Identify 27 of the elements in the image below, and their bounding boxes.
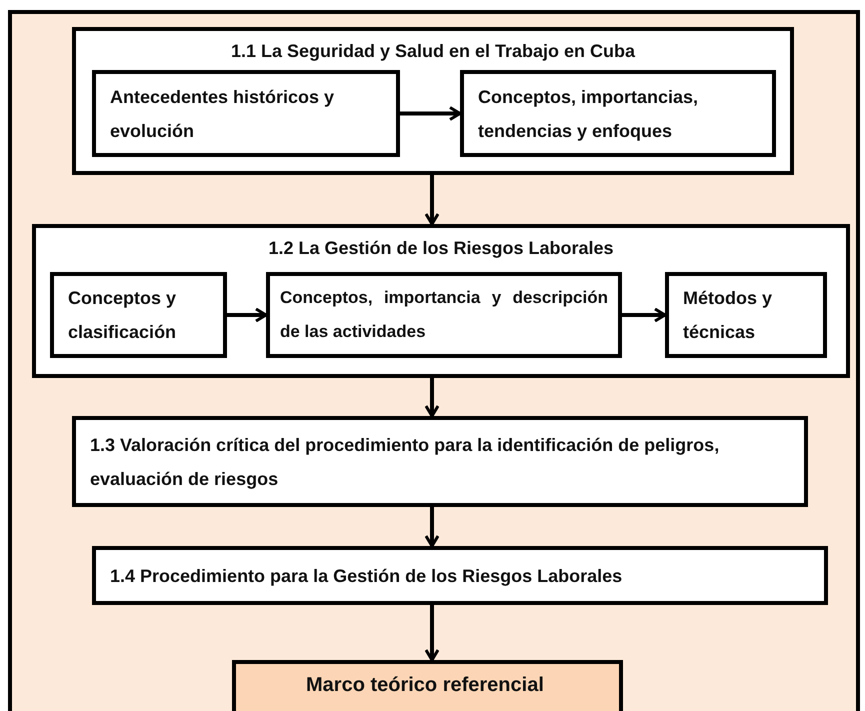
group-title: 1.1 La Seguridad y Salud en el Trabajo en Cuba: [230, 40, 636, 63]
arrow: [622, 308, 666, 322]
box-text: Métodos y técnicas: [683, 287, 774, 344]
group-title: 1.2 La Gestión de los Riesgos Laborales: [267, 237, 615, 260]
process-box: [665, 272, 827, 358]
process-box: [50, 272, 227, 358]
process-box: [92, 70, 400, 157]
arrow: [227, 308, 268, 322]
group-box: [72, 27, 794, 175]
process-box: [460, 70, 776, 157]
box-text: Marco teórico referencial: [306, 673, 545, 698]
box-text: 1.3 Valoración crítica del procedimiento para la identificación de peligros, evaluación de riesgos: [90, 434, 720, 491]
box-text: Conceptos y clasificación: [68, 287, 178, 344]
arrow: [424, 175, 440, 226]
process-box: [92, 546, 828, 605]
box-text: 1.4 Procedimiento para la Gestión de los Riesgos Laborales: [110, 564, 624, 588]
arrow: [424, 378, 440, 418]
group-box: [32, 224, 850, 378]
arrow: [424, 507, 440, 548]
process-box: [72, 416, 808, 507]
arrow: [400, 106, 462, 121]
box-text: Antecedentes históricos y evolución: [110, 86, 336, 142]
process-box: [266, 272, 622, 358]
background-panel: [8, 10, 860, 711]
arrow: [424, 605, 440, 662]
box-text: Conceptos, importancias, tendencias y enfoques: [478, 86, 700, 143]
box-text: Conceptos, importancia y descripción de las actividades: [280, 287, 608, 343]
